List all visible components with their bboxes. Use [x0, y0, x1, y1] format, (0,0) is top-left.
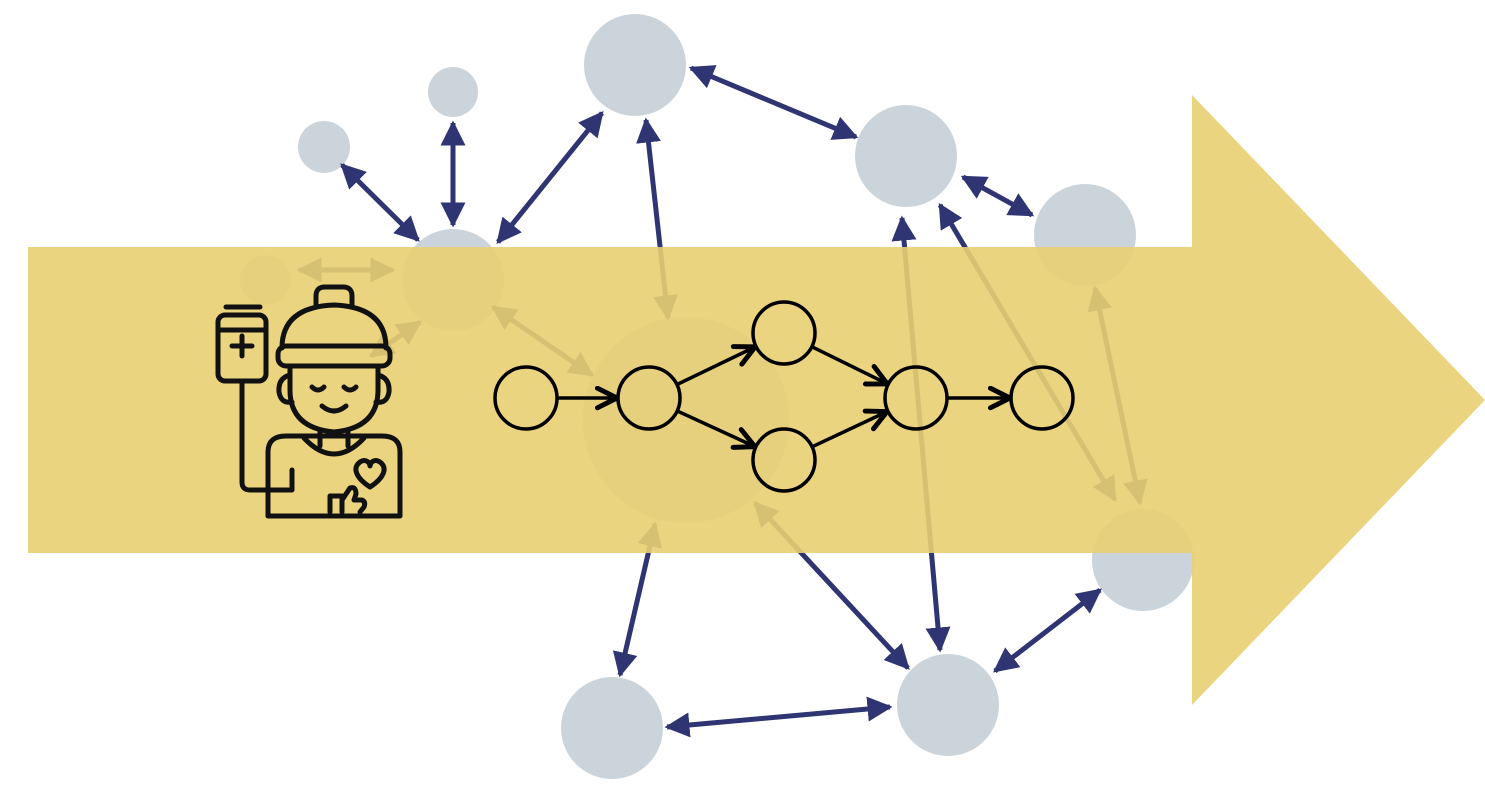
network-edge: [960, 174, 1035, 218]
patient-with-iv-drip-icon: [215, 284, 403, 519]
pathway-node: [616, 365, 682, 431]
pathway-edge: [811, 408, 890, 449]
network-node: [584, 14, 686, 116]
network-node: [298, 121, 350, 173]
network-edge: [664, 696, 893, 738]
pathway-node: [493, 365, 559, 431]
network-node: [897, 654, 999, 756]
network-node: [561, 677, 663, 779]
pathway-edge: [811, 345, 890, 387]
pathway-edge: [676, 409, 758, 450]
network-node: [428, 67, 478, 117]
pathway-graph: [493, 300, 1075, 493]
network-edge: [496, 111, 604, 244]
network-edge: [340, 163, 420, 242]
pathway-node: [751, 427, 817, 493]
pathway-edge: [676, 344, 758, 387]
pathway-node: [1009, 365, 1075, 431]
network-edge: [993, 588, 1102, 673]
network-edge: [688, 65, 859, 140]
pathway-node: [883, 365, 949, 431]
process-arrow: [28, 95, 1485, 705]
network-node: [855, 105, 957, 207]
pathway-node: [751, 300, 817, 366]
